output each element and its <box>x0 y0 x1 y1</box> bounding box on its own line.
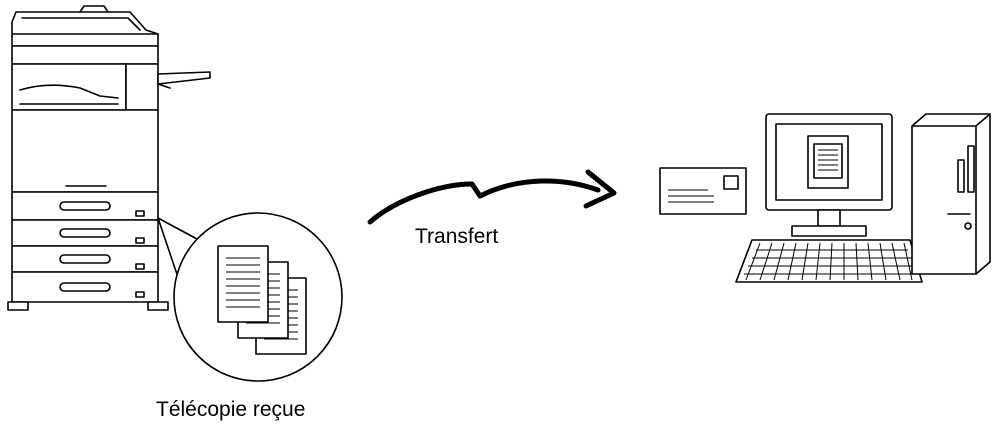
multifunction-printer-icon <box>7 5 211 311</box>
received-fax-label: Télécopie reçue <box>156 398 306 421</box>
desktop-computer-icon <box>735 113 991 283</box>
transfer-arrow-icon <box>367 169 617 225</box>
envelope-icon <box>659 167 747 215</box>
transfer-label: Transfert <box>415 225 499 248</box>
stacked-documents-icon <box>173 212 343 382</box>
